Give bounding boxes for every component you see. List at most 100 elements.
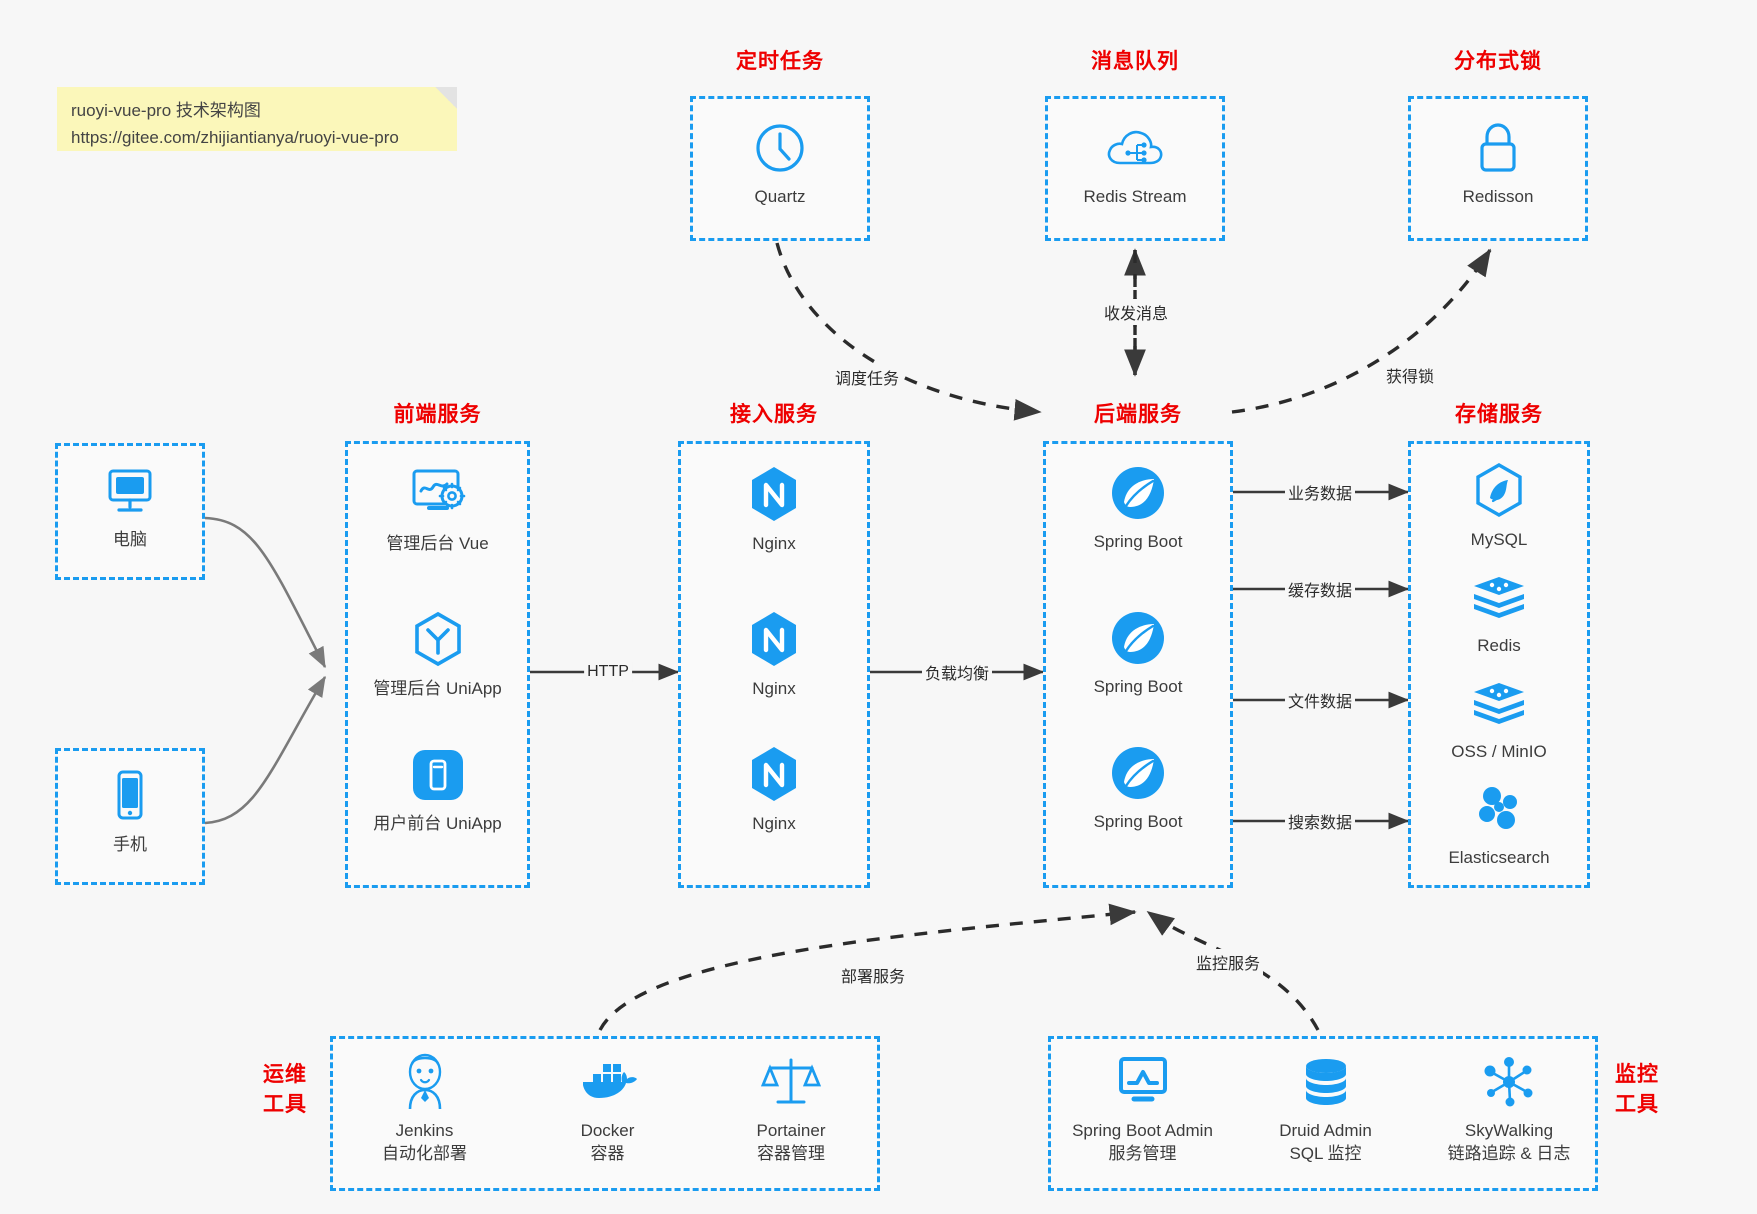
node-label: 用户前台 UniApp — [373, 814, 502, 833]
database-icon — [1234, 1051, 1417, 1113]
node-elasticsearch[interactable]: Elasticsearch — [1411, 778, 1587, 869]
node-docker[interactable]: Docker 容器 — [516, 1051, 699, 1165]
group-title-scheduler: 定时任务 — [736, 50, 824, 73]
group-box-scheduler[interactable]: Quartz — [690, 96, 870, 241]
node-label: 手机 — [113, 835, 147, 854]
padlock-icon — [1411, 117, 1585, 179]
node-label: Docker — [580, 1121, 635, 1140]
node-admin-vue[interactable]: 管理后台 Vue — [348, 464, 527, 555]
node-redis-stream[interactable]: Redis Stream — [1048, 117, 1222, 208]
node-quartz[interactable]: Quartz — [693, 117, 867, 208]
node-oss-minio[interactable]: OSS / MinIO — [1411, 672, 1587, 763]
edge-label-file-data: 文件数据 — [1284, 687, 1356, 713]
edge-label-load-balance: 负载均衡 — [921, 659, 993, 685]
edge-label-acquire-lock: 获得锁 — [1382, 362, 1438, 388]
node-label: Portainer — [756, 1121, 826, 1140]
node-label: 电脑 — [113, 530, 147, 549]
node-label: MySQL — [1470, 530, 1528, 549]
node-label: OSS / MinIO — [1451, 742, 1547, 761]
group-box-mq[interactable]: Redis Stream — [1045, 96, 1225, 241]
node-label: 管理后台 UniApp — [373, 679, 502, 698]
group-title-monitor-line-1: 监控 — [1615, 1063, 1659, 1086]
node-mobile[interactable]: 手机 — [58, 765, 202, 856]
node-sublabel: 服务管理 — [1108, 1144, 1177, 1163]
nginx-icon — [681, 464, 867, 526]
spring-leaf-icon — [1046, 607, 1230, 669]
edge-label-business-data: 业务数据 — [1284, 479, 1356, 505]
group-title-devops-line-1: 运维 — [263, 1063, 307, 1086]
node-spring-boot-2[interactable]: Spring Boot — [1046, 607, 1230, 698]
node-skywalking[interactable]: SkyWalking 链路追踪 & 日志 — [1417, 1051, 1601, 1165]
mobile-icon — [58, 765, 202, 827]
sticky-note: ruoyi-vue-pro 技术架构图 https://gitee.com/zh… — [57, 87, 457, 151]
node-sublabel: 链路追踪 & 日志 — [1447, 1144, 1571, 1163]
network-nodes-icon — [1417, 1051, 1601, 1113]
node-label: Elasticsearch — [1448, 848, 1550, 867]
scales-icon — [699, 1051, 883, 1113]
edge-label-search-data: 搜索数据 — [1284, 808, 1356, 834]
node-label: Quartz — [754, 187, 806, 206]
group-box-client-mobile[interactable]: 手机 — [55, 748, 205, 885]
node-label: Spring Boot — [1093, 812, 1183, 831]
docker-whale-icon — [516, 1051, 699, 1113]
hexagon-y-icon — [348, 609, 527, 671]
node-label: Redis Stream — [1083, 187, 1187, 206]
group-box-frontend[interactable]: 管理后台 Vue 管理后台 UniApp 用户前台 UniApp — [345, 441, 530, 888]
clock-icon — [693, 117, 867, 179]
node-mysql[interactable]: MySQL — [1411, 460, 1587, 551]
dashboard-gear-icon — [348, 464, 527, 526]
edge-label-send-receive-message: 收发消息 — [1100, 299, 1172, 325]
node-label: Spring Boot — [1093, 677, 1183, 696]
nginx-icon — [681, 744, 867, 806]
group-title-gateway: 接入服务 — [730, 403, 818, 426]
node-sublabel: 自动化部署 — [382, 1144, 467, 1163]
node-nginx-2[interactable]: Nginx — [681, 609, 867, 700]
node-admin-uniapp[interactable]: 管理后台 UniApp — [348, 609, 527, 700]
group-box-backend[interactable]: Spring Boot Spring Boot Spring Boot — [1043, 441, 1233, 888]
node-spring-boot-admin[interactable]: Spring Boot Admin 服务管理 — [1051, 1051, 1234, 1165]
nginx-icon — [681, 609, 867, 671]
edge-label-deploy-service: 部署服务 — [837, 962, 909, 988]
edge-label-schedule-task: 调度任务 — [831, 364, 903, 390]
group-box-lock[interactable]: Redisson — [1408, 96, 1588, 241]
group-title-monitor: 监控 工具 — [1612, 1060, 1662, 1120]
node-nginx-1[interactable]: Nginx — [681, 464, 867, 555]
node-label: Redisson — [1462, 187, 1534, 206]
edge-label-cache-data: 缓存数据 — [1284, 576, 1356, 602]
group-title-lock: 分布式锁 — [1454, 50, 1542, 73]
node-sublabel: 容器管理 — [757, 1144, 825, 1163]
oss-stack-icon — [1411, 672, 1587, 734]
node-label: Spring Boot — [1093, 532, 1183, 551]
group-box-storage[interactable]: MySQL Redis — [1408, 441, 1590, 888]
node-label: Nginx — [752, 679, 796, 698]
edge-label-monitor-service: 监控服务 — [1192, 949, 1264, 975]
node-label: 管理后台 Vue — [386, 534, 489, 553]
group-box-gateway[interactable]: Nginx Nginx Nginx — [678, 441, 870, 888]
spring-leaf-icon — [1046, 742, 1230, 804]
monitor-chart-icon — [1051, 1051, 1234, 1113]
group-title-devops: 运维 工具 — [260, 1060, 310, 1120]
node-jenkins[interactable]: Jenkins 自动化部署 — [333, 1051, 516, 1165]
node-label: Nginx — [752, 814, 796, 833]
group-title-backend: 后端服务 — [1094, 403, 1182, 426]
node-redisson[interactable]: Redisson — [1411, 117, 1585, 208]
group-box-monitor[interactable]: Spring Boot Admin 服务管理 Druid Admin SQL 监… — [1048, 1036, 1598, 1191]
node-nginx-3[interactable]: Nginx — [681, 744, 867, 835]
node-druid-admin[interactable]: Druid Admin SQL 监控 — [1234, 1051, 1417, 1165]
node-spring-boot-1[interactable]: Spring Boot — [1046, 462, 1230, 553]
jenkins-butler-icon — [333, 1051, 516, 1113]
node-spring-boot-3[interactable]: Spring Boot — [1046, 742, 1230, 833]
elasticsearch-icon — [1411, 778, 1587, 840]
group-title-monitor-line-2: 工具 — [1615, 1093, 1659, 1116]
node-portainer[interactable]: Portainer 容器管理 — [699, 1051, 883, 1165]
node-redis[interactable]: Redis — [1411, 566, 1587, 657]
group-box-client-desktop[interactable]: 电脑 — [55, 443, 205, 580]
group-box-devops[interactable]: Jenkins 自动化部署 Docker 容器 — [330, 1036, 880, 1191]
mysql-dolphin-icon — [1411, 460, 1587, 522]
node-desktop[interactable]: 电脑 — [58, 460, 202, 551]
node-label: Redis — [1477, 636, 1521, 655]
phone-app-icon — [348, 744, 527, 806]
node-user-uniapp[interactable]: 用户前台 UniApp — [348, 744, 527, 835]
note-line-1: ruoyi-vue-pro 技术架构图 — [71, 101, 261, 120]
spring-leaf-icon — [1046, 462, 1230, 524]
